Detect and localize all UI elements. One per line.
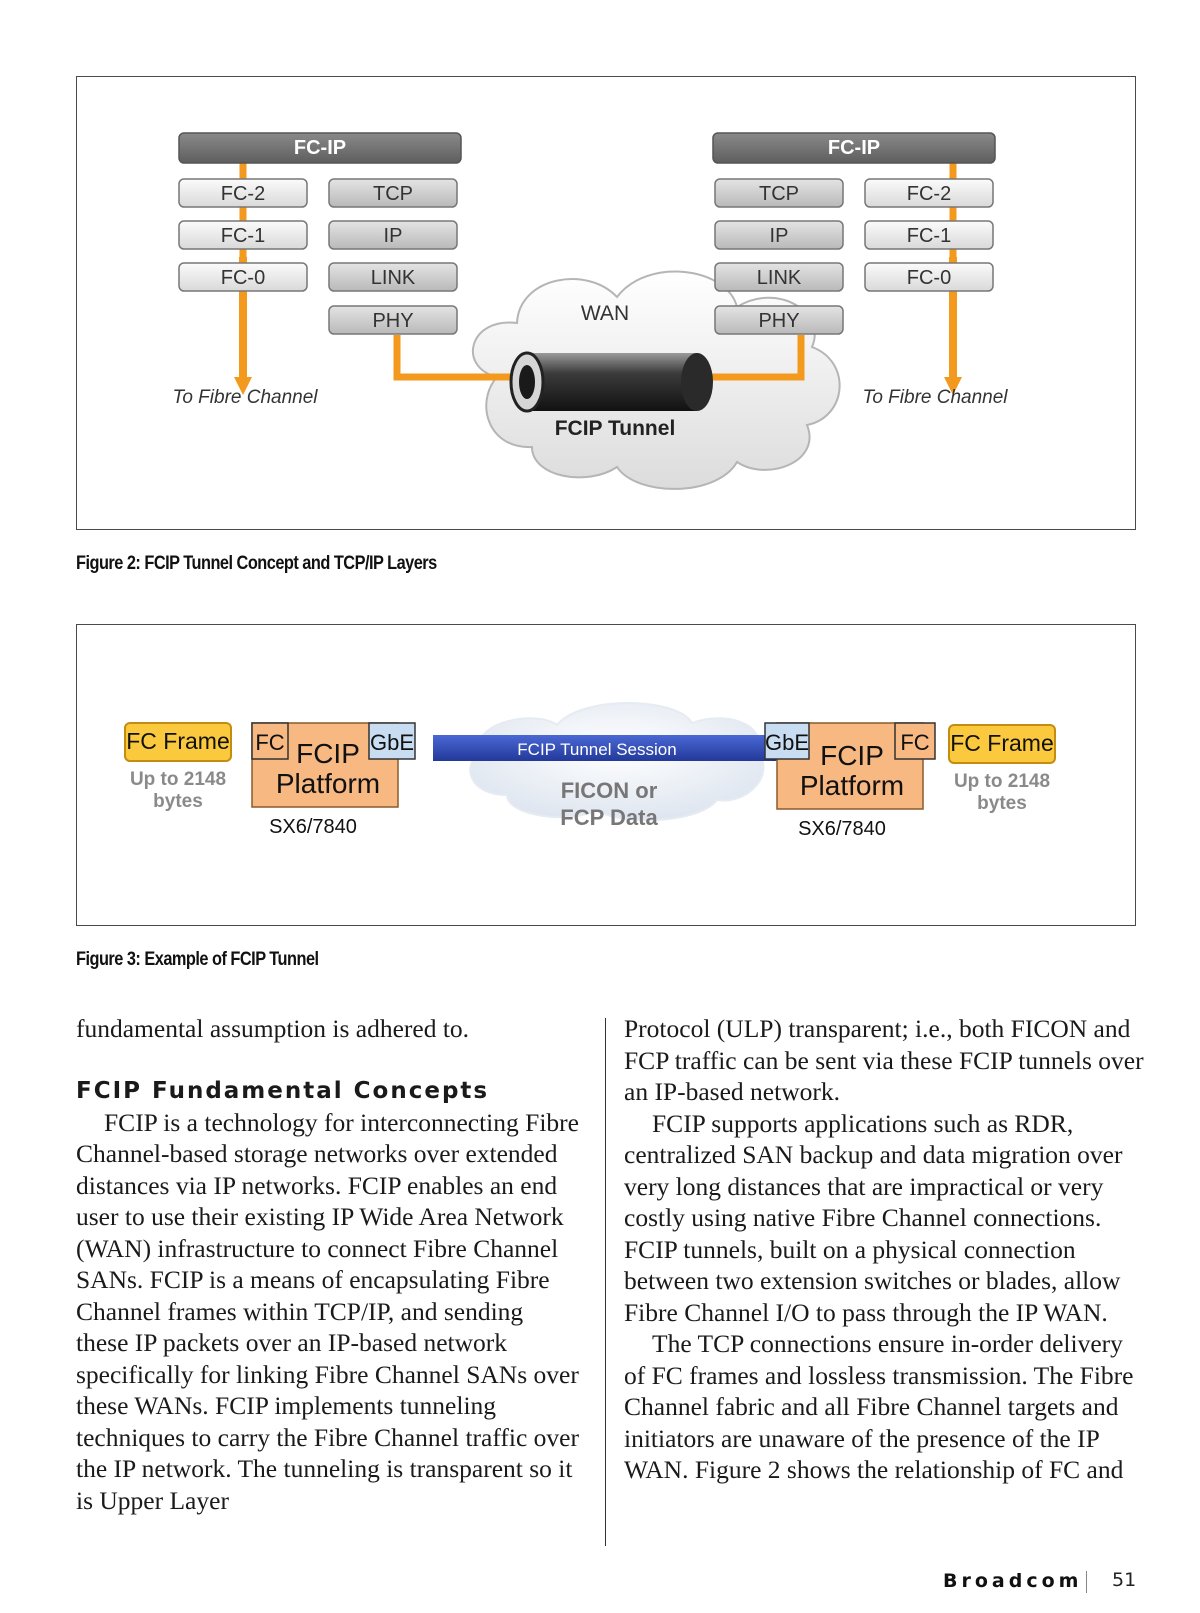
right-platform-label-line2: Platform [800, 770, 904, 801]
left-fc1-layer: FC-1 [221, 225, 265, 247]
left-fc-port-label: FC [255, 730, 284, 755]
right-fcip-header: FC-IP [828, 137, 880, 159]
fcip-tunnel-label: FCIP Tunnel [555, 417, 676, 440]
footer-brand: Broadcom [943, 1570, 1083, 1592]
left-fcip-header: FC-IP [294, 137, 346, 159]
wan-label: WAN [581, 302, 629, 325]
right-ip-layer: IP [770, 225, 789, 247]
left-fc-frame: FC Frame Up to 2148 bytes [124, 722, 232, 812]
right-fc-port-label: FC [900, 730, 929, 755]
figure-3-caption: Figure 3: Example of FCIP Tunnel [76, 949, 319, 970]
left-tcp-layer: TCP [373, 183, 413, 205]
right-platform-label-line1: FCIP [820, 740, 884, 771]
left-fc2-layer: FC-2 [221, 183, 265, 205]
right-model-label: SX6/7840 [798, 818, 886, 840]
left-fc0-layer: FC-0 [221, 267, 265, 289]
footer-separator [1086, 1571, 1087, 1593]
right-phy-layer: PHY [758, 310, 799, 332]
wan-cloud-faint [469, 702, 765, 822]
left-gbe-port-label: GbE [370, 730, 414, 755]
left-to-fibre-channel-label: To Fibre Channel [172, 387, 318, 408]
left-fc-frame-label: FC Frame [126, 728, 230, 754]
left-frame-size-line2: bytes [153, 791, 203, 812]
right-fc0-layer: FC-0 [907, 267, 951, 289]
right-paragraph-2: The TCP connections ensure in-order deli… [624, 1329, 1134, 1484]
fcip-tunnel-diagram: FC-IP FC-2 FC-1 FC-0 TCP IP LINK PHY To … [172, 132, 1008, 490]
left-model-label: SX6/7840 [269, 816, 357, 838]
left-ip-layer: IP [384, 225, 403, 247]
left-frame-size-line1: Up to 2148 [130, 769, 226, 790]
right-fc2-layer: FC-2 [907, 183, 951, 205]
fcip-tunnel-pipe-icon [509, 351, 713, 413]
left-fcip-platform: FC GbE FCIP Platform SX6/7840 [251, 722, 416, 838]
right-protocol-stack: FC-IP TCP IP LINK PHY FC-2 FC-1 FC-0 To … [712, 132, 1008, 408]
left-text-column: fundamental assumption is adhered to. FC… [76, 1013, 581, 1516]
right-link-layer: LINK [757, 267, 802, 289]
right-paragraph-1: FCIP supports applications such as RDR, … [624, 1108, 1123, 1327]
right-gbe-port-label: GbE [765, 730, 809, 755]
figure-3-box: FCIP Tunnel Session FICON or FCP Data FC… [76, 624, 1136, 926]
left-platform-label-line2: Platform [276, 768, 380, 799]
right-text-column: Protocol (ULP) transparent; i.e., both F… [624, 1013, 1144, 1486]
right-frame-size-line2: bytes [977, 793, 1027, 814]
section-heading: FCIP Fundamental Concepts [76, 1077, 490, 1104]
right-tcp-layer: TCP [759, 183, 799, 205]
figure-2-caption: Figure 2: FCIP Tunnel Concept and TCP/IP… [76, 553, 437, 574]
fcip-tunnel-example-diagram: FCIP Tunnel Session FICON or FCP Data FC… [124, 702, 1056, 840]
right-fc1-layer: FC-1 [907, 225, 951, 247]
left-lead-text: fundamental assumption is adhered to. [76, 1014, 470, 1043]
right-fc-frame: FC Frame Up to 2148 bytes [948, 724, 1056, 814]
right-fcip-platform: GbE FC FCIP Platform SX6/7840 [764, 722, 936, 840]
ficon-data-label-line2: FCP Data [560, 805, 658, 830]
down-arrows [234, 257, 962, 395]
column-divider [605, 1018, 606, 1546]
left-protocol-stack: FC-IP FC-2 FC-1 FC-0 TCP IP LINK PHY To … [172, 132, 462, 408]
fcip-tunnel-session-label: FCIP Tunnel Session [517, 740, 676, 759]
figure-2-box: FC-IP FC-2 FC-1 FC-0 TCP IP LINK PHY To … [76, 76, 1136, 530]
page-number: 51 [1112, 1569, 1137, 1591]
ficon-data-label-line1: FICON or [561, 778, 658, 803]
right-fc-frame-label: FC Frame [950, 730, 1054, 756]
right-to-fibre-channel-label: To Fibre Channel [862, 387, 1008, 408]
left-link-layer: LINK [371, 267, 416, 289]
left-platform-label-line1: FCIP [296, 738, 360, 769]
left-paragraph: FCIP is a technology for interconnecting… [76, 1107, 579, 1515]
right-continuation: Protocol (ULP) transparent; i.e., both F… [624, 1014, 1144, 1106]
right-frame-size-line1: Up to 2148 [954, 771, 1050, 792]
left-phy-layer: PHY [372, 310, 413, 332]
